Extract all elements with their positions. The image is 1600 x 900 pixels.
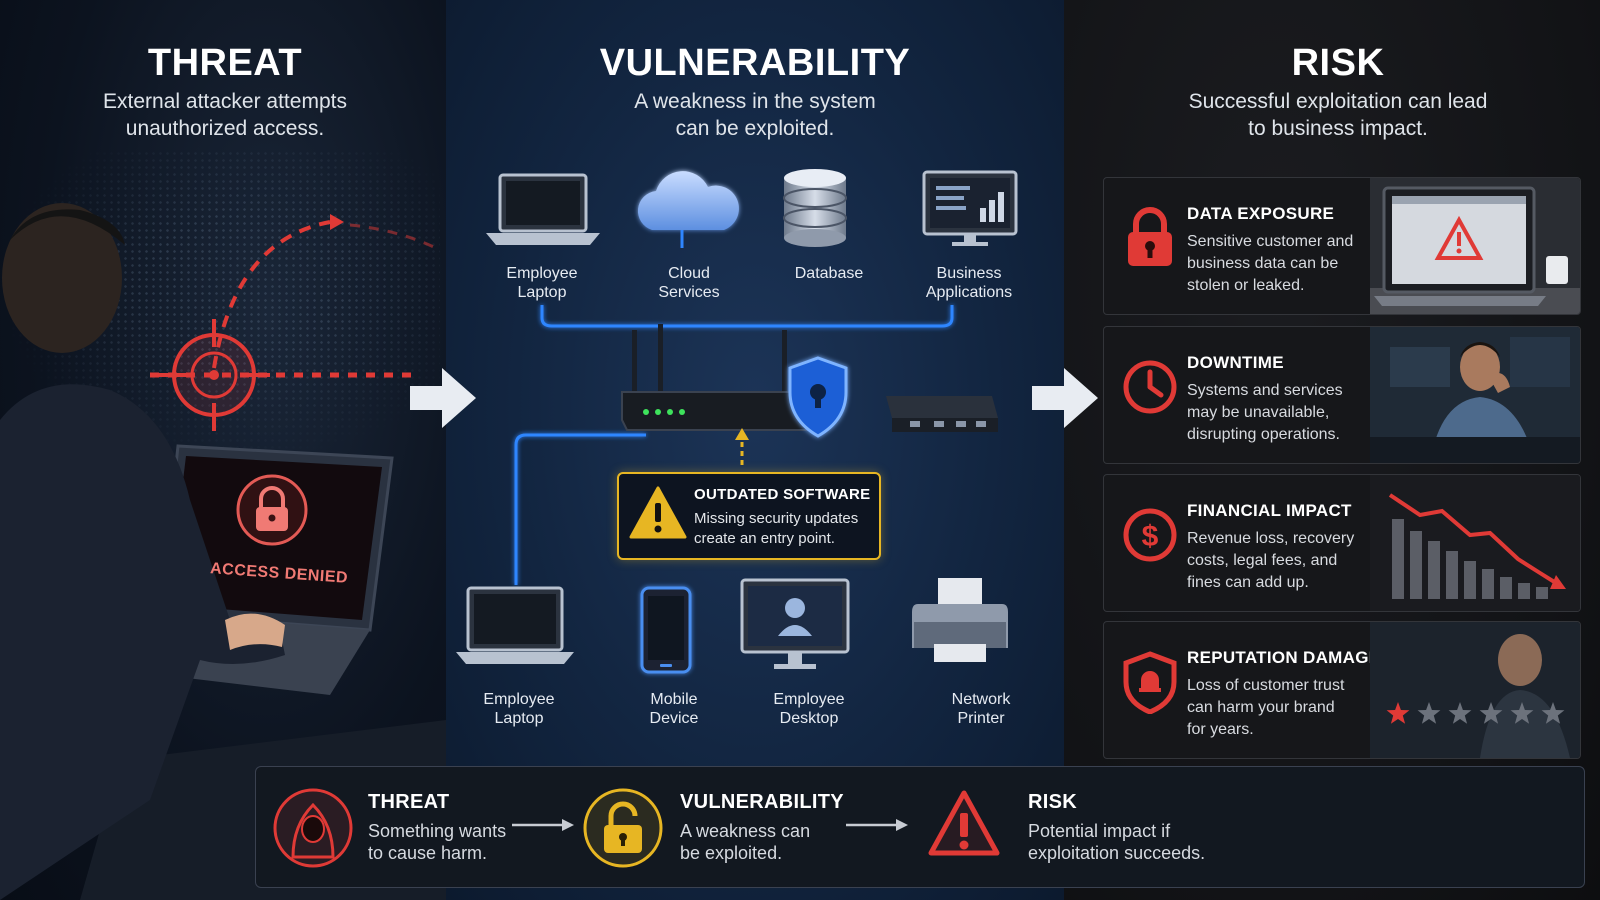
star-rating-image [1370, 622, 1580, 758]
business-applications-icon [922, 170, 1018, 246]
star-filled-icon [1386, 702, 1410, 724]
dollar-icon: $ [1123, 508, 1177, 562]
attack-path-curve [212, 220, 331, 369]
device-label-employee-laptop-bottom: Employee Laptop [483, 691, 555, 727]
employee-laptop-bottom-icon [456, 586, 574, 664]
clock-icon [1123, 360, 1177, 414]
shield-lock-icon [788, 356, 848, 438]
star-empty-icon [1541, 702, 1565, 724]
risk-card-title: FINANCIAL IMPACT [1187, 501, 1352, 520]
summary-threat-title: THREAT [368, 791, 450, 813]
device-label-mobile-device: Mobile Device [649, 691, 699, 727]
risk-title: RISK [1291, 42, 1385, 84]
threat-illustration [0, 203, 446, 900]
summary-threat-text: Something wants to cause harm. [368, 821, 507, 863]
network-switch-icon [886, 396, 998, 432]
top-bus-line [540, 305, 954, 328]
rating-stars [1386, 702, 1565, 724]
device-label-employee-laptop-top: Employee Laptop [506, 265, 578, 301]
risk-card-reputation-damage: REPUTATION DAMAGE Loss of customer trust… [1103, 621, 1581, 759]
summary-vulnerability-text: A weakness can be exploited. [680, 821, 811, 863]
shield-alert-icon [1123, 651, 1177, 714]
risk-card-title: DOWNTIME [1187, 353, 1284, 372]
summary-risk-title: RISK [1028, 791, 1077, 813]
threat-subtitle: External attacker attempts unauthorized … [103, 90, 347, 140]
arrow-vulnerability-to-risk [1032, 368, 1098, 428]
callout-text: Missing security updates create an entry… [694, 510, 859, 547]
device-label-employee-desktop: Employee Desktop [773, 691, 845, 727]
warning-triangle-icon [629, 486, 687, 539]
svg-text:$: $ [1142, 520, 1159, 553]
risk-card-data-exposure: DATA EXPOSURE Sensitive customer and bus… [1103, 177, 1581, 315]
summary-bar: THREAT Something wants to cause harm. VU… [255, 766, 1585, 888]
risk-card-financial-impact: $ FINANCIAL IMPACT Revenue loss, recover… [1103, 474, 1581, 612]
device-label-business-applications: Business Applications [925, 265, 1013, 301]
router-icon [621, 324, 814, 431]
risk-subtitle: Successful exploitation can lead to busi… [1188, 90, 1488, 140]
summary-risk-text: Potential impact if exploitation succeed… [1028, 821, 1206, 863]
arrow-threat-to-vulnerability [410, 368, 476, 428]
outdated-software-callout: OUTDATED SOFTWARE Missing security updat… [617, 472, 881, 560]
stressed-employee-image [1370, 327, 1580, 463]
declining-chart-image [1370, 475, 1580, 611]
vulnerability-title: VULNERABILITY [599, 42, 911, 84]
mobile-device-icon [640, 586, 692, 674]
vulnerability-subtitle: A weakness in the system can be exploite… [634, 90, 876, 140]
target-crosshair-icon [158, 319, 270, 431]
star-empty-icon [1448, 702, 1472, 724]
risk-card-title: DATA EXPOSURE [1187, 204, 1335, 223]
cloud-services-icon [637, 171, 739, 248]
risk-card-text: Loss of customer trust can harm your bra… [1187, 677, 1345, 738]
risk-card-downtime: DOWNTIME Systems and services may be una… [1103, 326, 1581, 464]
hooded-attacker-icon [273, 788, 353, 868]
risk-card-text: Sensitive customer and business data can… [1187, 233, 1354, 294]
attacker-figure [0, 203, 285, 900]
unlocked-padlock-icon [583, 788, 663, 868]
attack-path-arrowhead [330, 214, 344, 230]
warning-triangle-icon [928, 790, 1000, 856]
risk-card-text: Systems and services may be unavailable,… [1187, 382, 1343, 443]
callout-title: OUTDATED SOFTWARE [694, 486, 871, 503]
star-empty-icon [1479, 702, 1503, 724]
database-icon [783, 169, 847, 247]
network-diagram [456, 169, 1018, 674]
device-label-network-printer: Network Printer [951, 691, 1011, 727]
employee-desktop-icon [740, 578, 850, 669]
star-empty-icon [1417, 702, 1441, 724]
risk-card-text: Revenue loss, recovery costs, legal fees… [1187, 530, 1355, 591]
summary-arrow-icon [512, 819, 574, 831]
lock-icon [236, 474, 308, 546]
summary-arrow-icon [846, 819, 908, 831]
star-empty-icon [1510, 702, 1534, 724]
device-label-cloud-services: Cloud Services [658, 265, 720, 301]
network-printer-icon [912, 578, 1008, 662]
threat-title: THREAT [147, 42, 303, 84]
device-label-database: Database [794, 265, 864, 282]
summary-vulnerability-title: VULNERABILITY [680, 791, 844, 813]
lock-icon [1128, 207, 1172, 266]
employee-laptop-top-icon [486, 173, 600, 245]
laptop-alert-image [1370, 178, 1580, 314]
risk-card-title: REPUTATION DAMAGE [1187, 648, 1381, 667]
